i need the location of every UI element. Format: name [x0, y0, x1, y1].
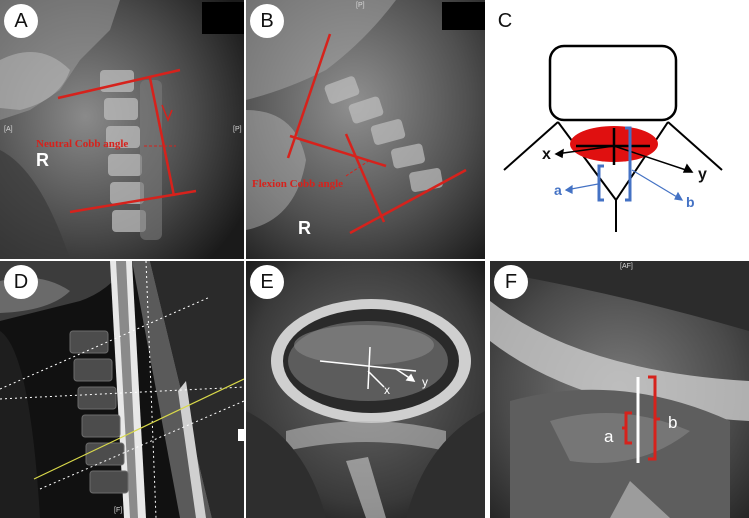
axial-mri-image — [246, 261, 485, 518]
panel-f-magnified-mri: F [AF] a b — [490, 261, 749, 518]
panel-d-label: D — [4, 265, 38, 299]
panel-a-xray-neutral: A Neutral Cobb angle R [A] [P] — [0, 0, 244, 259]
cord-measurement-diagram — [503, 44, 723, 232]
magnified-measure-a-label: a — [604, 427, 614, 446]
panel-f-label: F — [494, 265, 528, 299]
axial-axis-y-label: y — [422, 375, 428, 389]
panel-a-edge-mark-left: [A] — [4, 126, 13, 133]
panel-a-edge-mark-right: [P] — [233, 126, 242, 133]
diagram-measure-b-label: b — [686, 194, 695, 210]
sagittal-mri-image — [0, 261, 244, 518]
panel-f-top-mark: [AF] — [620, 263, 633, 270]
panel-c-label: C — [497, 10, 513, 32]
panel-d-bottom-mark: [F] — [114, 507, 123, 514]
panel-e-label: E — [250, 265, 284, 299]
panel-b-edge-mark: [P] — [356, 2, 365, 9]
panel-b-xray-flexion: B Flexion Cobb angle R [P] — [246, 0, 485, 259]
xray-flexion-image — [246, 0, 485, 259]
axial-axis-x-label: x — [384, 383, 390, 397]
panel-e-axial-mri: E x y — [246, 261, 485, 518]
diagram-measure-a-label: a — [554, 182, 562, 198]
panel-a-side-marker: R — [36, 150, 49, 170]
magnified-mri-image — [490, 261, 749, 518]
flexion-cobb-angle-label: Flexion Cobb angle — [252, 178, 344, 190]
panel-c-schematic: C x y a b — [490, 0, 749, 259]
diagram-axis-x-label: x — [542, 146, 551, 163]
neutral-cobb-angle-label: Neutral Cobb angle — [36, 138, 129, 150]
panel-b-label: B — [250, 4, 284, 38]
xray-neutral-image — [0, 0, 244, 259]
panel-d-sagittal-mri: D [F] — [0, 261, 244, 518]
panel-b-side-marker: R — [298, 218, 311, 238]
diagram-axis-y-label: y — [698, 166, 707, 183]
panel-a-label: A — [4, 4, 38, 38]
magnified-measure-b-label: b — [668, 413, 678, 432]
